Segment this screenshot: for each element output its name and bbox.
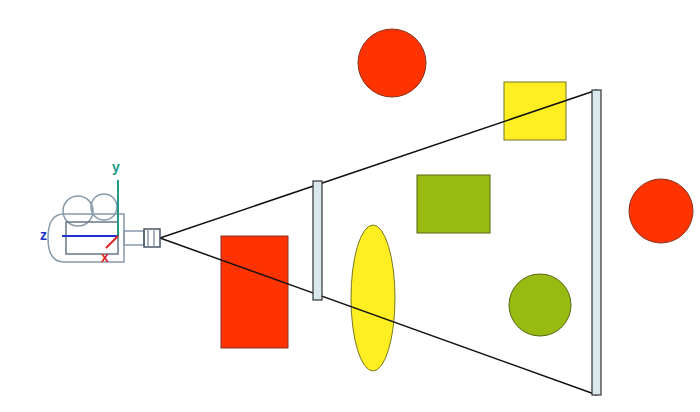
z-axis: [62, 235, 118, 237]
y-axis: [117, 180, 119, 236]
red-circle: [358, 29, 426, 97]
green-circle: [509, 274, 571, 336]
frustum-edge: [160, 90, 597, 238]
x-axis: [106, 236, 118, 248]
far-clip-plane: [592, 90, 601, 395]
green-rectangle: [417, 175, 490, 233]
axis-label: y: [112, 160, 120, 174]
near-clip-plane: [313, 181, 322, 300]
yellow-ellipse: [351, 225, 395, 371]
axis-label: z: [40, 228, 47, 242]
frustum-edge: [160, 238, 597, 395]
axis-label: x: [101, 250, 109, 264]
red-rectangle: [221, 236, 288, 348]
red-circle: [629, 179, 693, 243]
